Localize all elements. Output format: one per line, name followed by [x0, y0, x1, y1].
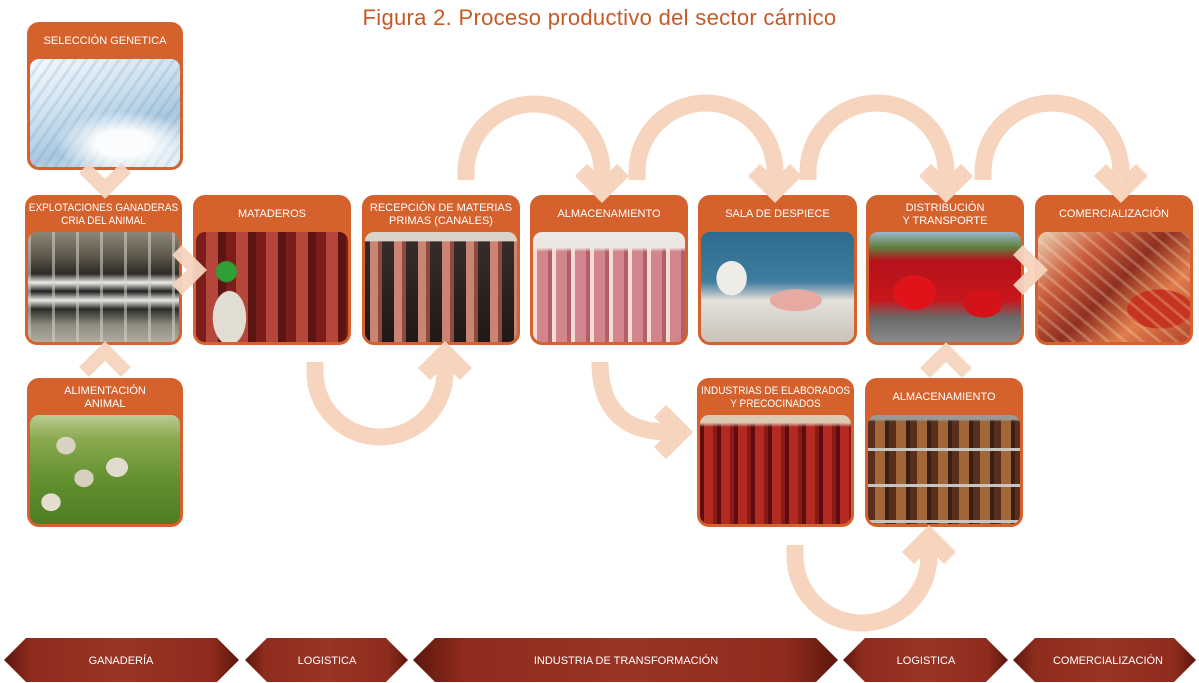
flow-arrow-shaft — [628, 94, 784, 180]
flow-arrow-shaft — [306, 362, 454, 446]
phase-label: LOGISTICA — [897, 655, 956, 667]
phase-label: COMERCIALIZACIÓN — [1053, 654, 1163, 667]
photo-recepcion-materias-primas — [365, 232, 517, 342]
phase-label: GANADERÍA — [89, 654, 154, 667]
flow-arrow-distribucion-to-comercializacion — [974, 94, 1149, 204]
photo-seleccion-genetica — [30, 59, 180, 167]
phase-logistica-1: LOGISTICA — [245, 638, 408, 682]
flow-arrow-almacenamiento-to-industrias — [591, 361, 694, 460]
phase-arrow — [4, 638, 239, 682]
photo-alimentacion-animal — [30, 415, 180, 524]
photo-sala-de-despiece — [701, 232, 854, 342]
phase-arrow — [843, 638, 1008, 682]
card-label-line: DISTRIBUCIÓN — [905, 201, 985, 214]
card-almacenamiento: ALMACENAMIENTO — [530, 195, 688, 345]
figure-title: Figura 2. Proceso productivo del sector … — [362, 5, 837, 30]
flow-arrow-head — [918, 163, 974, 204]
photo-industrias-elaborados — [700, 415, 851, 524]
phase-industria-transformacion: INDUSTRIA DE TRANSFORMACIÓN — [413, 638, 838, 682]
card-label: ALMACENAMIENTO — [865, 380, 1023, 415]
photo-explotaciones-ganaderas — [28, 232, 179, 342]
card-label-line: CRIA DEL ANIMAL — [61, 214, 146, 227]
card-label-line: Y TRANSPORTE — [902, 214, 988, 227]
card-explotaciones-ganaderas: EXPLOTACIONES GANADERAS CRIA DEL ANIMAL — [25, 195, 182, 345]
card-label: SALA DE DESPIECE — [698, 197, 857, 232]
card-label: MATADEROS — [193, 197, 351, 232]
card-almacenamiento-2: ALMACENAMIENTO — [865, 378, 1023, 527]
flow-arrow-almacenamiento-to-sala — [628, 94, 803, 204]
phase-logistica-2: LOGISTICA — [843, 638, 1008, 682]
card-alimentacion-animal: ALIMENTACIÓN ANIMAL — [27, 378, 183, 527]
card-label-line: Y PRECOCINADOS — [730, 397, 821, 410]
photo-almacenamiento — [533, 232, 685, 342]
flow-arrow-shaft — [591, 361, 669, 441]
flow-arrow-head — [417, 340, 473, 381]
flow-arrow-recepcion-to-almacenamiento — [457, 95, 630, 204]
flow-arrow-head — [901, 524, 957, 565]
flow-arrow-shaft — [799, 94, 955, 180]
card-label-line: MATADEROS — [237, 208, 307, 220]
card-label-line: PRIMAS (CANALES) — [389, 214, 493, 227]
card-label-line: ANIMAL — [84, 397, 126, 410]
card-comercializacion: COMERCIALIZACIÓN — [1035, 195, 1193, 345]
card-label: RECEPCIÓN DE MATERIAS PRIMAS (CANALES) — [362, 197, 520, 232]
card-label-line: EXPLOTACIONES GANADERAS — [28, 201, 179, 214]
photo-almacenamiento-2 — [868, 415, 1020, 524]
card-label-line: ALMACENAMIENTO — [557, 208, 661, 220]
phase-label: INDUSTRIA DE TRANSFORMACIÓN — [534, 654, 718, 667]
card-label: INDUSTRIAS DE ELABORADOS Y PRECOCINADOS — [700, 380, 851, 415]
flow-arrow-sala-to-distribucion — [799, 94, 974, 204]
card-distribucion-transporte: DISTRIBUCIÓN Y TRANSPORTE — [866, 195, 1024, 345]
flow-arrow-industrias-to-almacenamiento — [786, 524, 957, 632]
card-label: EXPLOTACIONES GANADERAS CRIA DEL ANIMAL — [28, 197, 179, 232]
card-industrias-elaborados: INDUSTRIAS DE ELABORADOS Y PRECOCINADOS — [697, 378, 854, 527]
photo-mataderos — [196, 232, 348, 342]
flow-arrow-mataderos-to-recepcion — [306, 340, 473, 446]
card-label-line: ALIMENTACIÓN — [64, 384, 146, 397]
chevron-up-icon — [79, 341, 131, 377]
card-label: COMERCIALIZACIÓN — [1035, 197, 1193, 232]
card-label-line: INDUSTRIAS DE ELABORADOS — [700, 384, 851, 397]
photo-distribucion-transporte — [869, 232, 1021, 342]
card-label: DISTRIBUCIÓN Y TRANSPORTE — [866, 197, 1024, 232]
card-seleccion-genetica: SELECCIÓN GENETICA — [27, 22, 183, 170]
flow-arrow-shaft — [786, 545, 938, 632]
card-label-line: SALA DE DESPIECE — [725, 208, 830, 220]
flow-arrow-shaft — [457, 95, 611, 180]
flow-arrow-head — [1093, 163, 1149, 204]
card-label: SELECCIÓN GENETICA — [27, 24, 183, 59]
chevron-down-icon — [79, 163, 131, 199]
card-label-line: RECEPCIÓN DE MATERIAS — [369, 201, 513, 214]
card-label-line: SELECCIÓN GENETICA — [43, 35, 167, 47]
card-label: ALIMENTACIÓN ANIMAL — [27, 380, 183, 415]
flow-arrow-shaft — [974, 94, 1130, 180]
card-label-line: ALMACENAMIENTO — [892, 391, 996, 403]
phase-label: LOGISTICA — [298, 655, 357, 667]
phase-arrow — [245, 638, 408, 682]
card-sala-de-despiece: SALA DE DESPIECE — [698, 195, 857, 345]
card-label-line: COMERCIALIZACIÓN — [1058, 208, 1169, 220]
flow-arrow-head — [653, 404, 694, 460]
card-mataderos: MATADEROS — [193, 195, 351, 345]
phase-ganaderia: GANADERÍA — [4, 638, 239, 682]
card-label: ALMACENAMIENTO — [530, 197, 688, 232]
phase-arrow — [1013, 638, 1196, 682]
flow-arrow-head — [574, 163, 630, 204]
flow-arrow-head — [747, 163, 803, 204]
chevron-up-icon — [920, 342, 972, 378]
card-recepcion-materias-primas: RECEPCIÓN DE MATERIAS PRIMAS (CANALES) — [362, 195, 520, 345]
photo-comercializacion — [1038, 232, 1190, 342]
phase-comercializacion: COMERCIALIZACIÓN — [1013, 638, 1196, 682]
phase-arrow — [413, 638, 838, 682]
